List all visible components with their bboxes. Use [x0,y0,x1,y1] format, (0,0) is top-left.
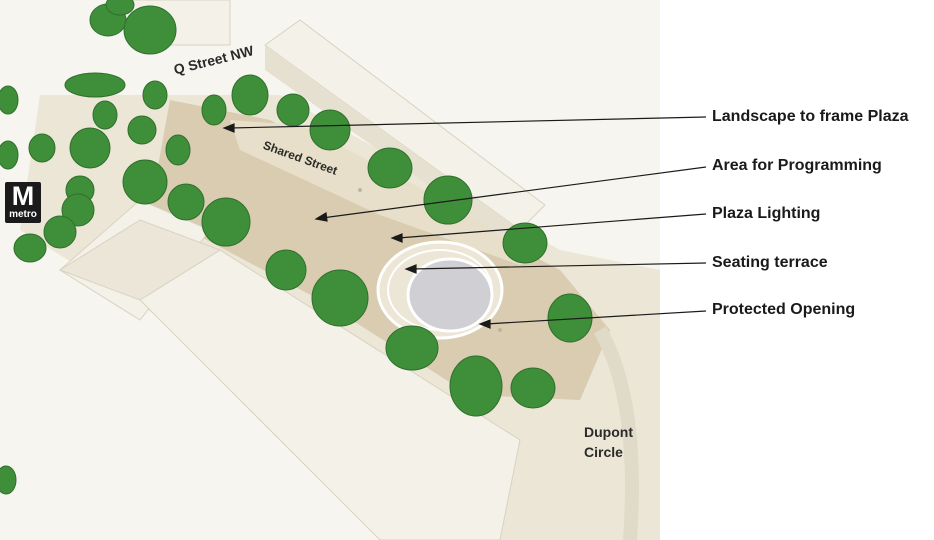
metro-logo-letter: M [11,181,35,211]
callout-lighting: Plaza Lighting [712,205,821,222]
callout-opening: Protected Opening [712,301,856,318]
arrowhead-landscape [222,123,235,133]
dupont-circle-label-line1: Dupont [584,424,633,440]
building-bottom-top [58,219,222,301]
arrowhead-opening [478,319,491,329]
shared-street-strip [230,120,540,265]
arrowhead-terrace [404,264,417,274]
landscape-trees [0,0,593,495]
metro-logo: M metro [5,182,41,223]
protected-opening [406,257,494,333]
arrowhead-programming [314,212,328,222]
leader-programming [321,166,707,219]
callout-leaders [222,116,707,329]
arrowhead-lighting [390,233,403,243]
leader-terrace [411,262,707,270]
leader-lighting [397,213,707,239]
callout-programming: Area for Programming [712,157,882,174]
metro-logo-word: metro [9,209,37,220]
right-road [593,326,639,540]
leader-landscape [229,116,707,129]
dupont-circle-label-line2: Circle [584,444,623,460]
building-top [264,19,546,231]
callout-terrace: Seating terrace [712,254,828,271]
callout-landscape: Landscape to frame Plaza [712,108,909,125]
plaza-surface [150,100,610,400]
leader-opening [485,310,707,325]
